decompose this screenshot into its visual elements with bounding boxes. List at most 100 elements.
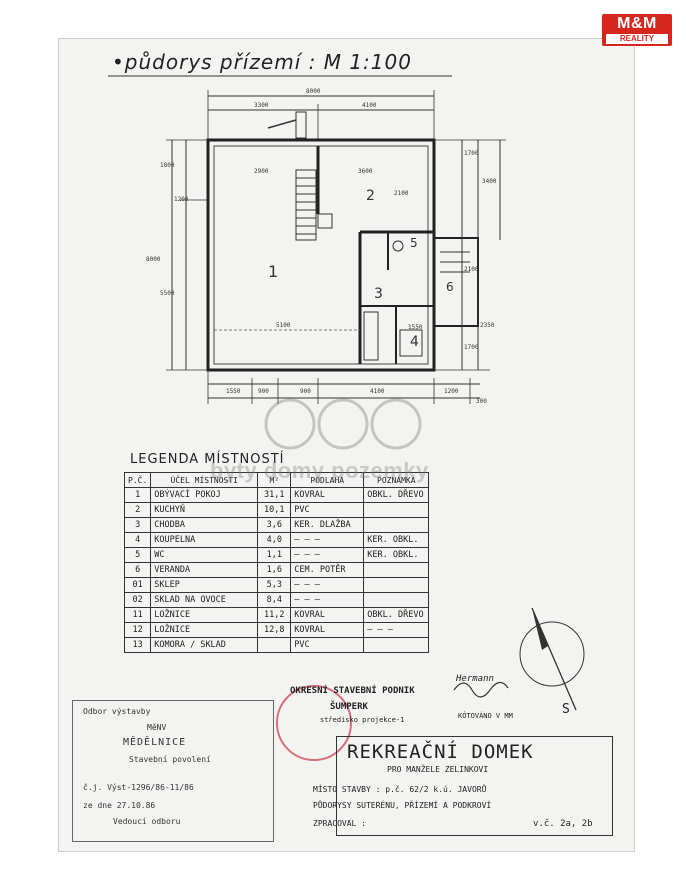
round-stamp [276,685,352,761]
dim-left-2: 1200 [174,196,189,203]
legend-cell-note: — — — [363,622,430,638]
dim-right-3: 2100 [464,266,479,273]
legend-cell-floor: — — — [290,547,365,563]
room-5-label: 5 [410,236,418,250]
legend-cell-floor: — — — [290,532,365,548]
legend-cell-floor: CEM. POTĚR [290,562,365,578]
dim-right-1: 1700 [464,150,479,157]
legend-cell-no: 02 [123,592,152,608]
legend-cell-purpose: KOMORA / SKLAD [150,637,259,653]
title-block-site: MÍSTO STAVBY : p.č. 62/2 k.ú. JAVORŮ [313,785,487,794]
permit-line-3: MĚDĚLNICE [123,737,187,748]
dim-top-total: 8000 [306,88,321,95]
permit-line-1: Odbor výstavby [83,707,151,716]
watermark-text: byty domy pozemky [210,458,429,483]
dim-left-1: 1800 [160,162,175,169]
legend-cell-purpose: LOŽNICE [150,607,259,623]
legend-cell-purpose: WC [150,547,259,563]
room-legend-table: P.Č. ÚČEL MÍSTNOSTI M² PODLAHA POZNÁMKA … [123,472,430,653]
logo-top: M&M [617,15,657,32]
legend-cell-floor: — — — [290,592,365,608]
legend-cell-no: 11 [123,607,152,623]
col-no: P.Č. [123,472,152,488]
legend-cell-purpose: KOUPELNA [150,532,259,548]
legend-cell-area: 12,8 [257,622,292,638]
legend-cell-floor: PVC [290,502,365,518]
legend-cell-note [363,517,430,533]
legend-cell-purpose: SKLAD NA OVOCE [150,592,259,608]
office-line-1: OKRESNÍ STAVEBNÍ PODNIK [290,686,415,696]
dim-left-3: 8000 [146,256,161,263]
mm-reality-logo[interactable]: M&M REALITY [602,14,672,46]
legend-cell-note: KER. OBKL. [363,547,430,563]
permit-line-6: ze dne 27.10.86 [83,801,156,810]
dim-top-left: 3300 [254,102,269,109]
legend-cell-no: 4 [123,532,152,548]
dim-left-4: 5500 [160,290,175,297]
legend-cell-area: 10,1 [257,502,292,518]
legend-cell-note [363,592,430,608]
legend-cell-purpose: CHODBA [150,517,259,533]
legend-cell-purpose: LOŽNICE [150,622,259,638]
legend-cell-no: 3 [123,517,152,533]
legend-cell-area: 3,6 [257,517,292,533]
legend-cell-note: OBKL. DŘEVO [363,487,430,503]
dim-bottom-6: 300 [476,398,487,405]
legend-cell-no: 1 [123,487,152,503]
legend-cell-floor: KOVRAL [290,607,365,623]
title-block-subtitle: PRO MANŽELE ZELINKOVI [387,765,489,774]
dim-bottom-3: 900 [300,388,311,395]
room-6-label: 6 [446,280,454,294]
dim-bottom-4: 4100 [370,388,385,395]
legend-cell-floor: KOVRAL [290,622,365,638]
legend-cell-area: 5,3 [257,577,292,593]
permit-line-7: Vedoucí odboru [113,817,181,826]
dim-inner-2: 3600 [358,168,373,175]
logo-bottom: REALITY [606,34,668,44]
legend-title: LEGENDA MÍSTNOSTÍ [130,452,285,467]
legend-cell-area: 1,1 [257,547,292,563]
plan-title: •půdorys přízemí : M 1:100 [112,50,412,74]
legend-cell-note [363,577,430,593]
legend-cell-no: 2 [123,502,152,518]
compass-north-label: S [562,702,570,717]
dim-inner-4: 2100 [394,190,409,197]
legend-cell-no: 5 [123,547,152,563]
legend-cell-purpose: VERANDA [150,562,259,578]
dim-bottom-5: 1200 [444,388,459,395]
legend-cell-area: 1,6 [257,562,292,578]
legend-cell-no: 6 [123,562,152,578]
legend-cell-note [363,502,430,518]
legend-cell-purpose: KUCHYŇ [150,502,259,518]
legend-cell-note [363,637,430,653]
title-block-drawing: PŮDORYSY SUTERÉNU, PŘÍZEMÍ A PODKROVÍ [313,801,492,810]
legend-cell-floor: KOVRAL [290,487,365,503]
permit-line-4: Stavební povolení [129,755,211,764]
signature: Hermann [456,674,494,684]
dim-bottom-2: 900 [258,388,269,395]
title-block: REKREAČNÍ DOMEK PRO MANŽELE ZELINKOVI MÍ… [313,736,613,836]
legend-header-row: P.Č. ÚČEL MÍSTNOSTI M² PODLAHA POZNÁMKA [123,472,430,488]
permit-line-2: MěNV [147,723,167,732]
dim-right-4: 2350 [480,322,495,329]
legend-cell-note [363,562,430,578]
office-line-3: středisko projekce-1 [320,716,405,724]
room-2-label: 2 [366,188,375,204]
legend-cell-area: 4,0 [257,532,292,548]
legend-cell-no: 12 [123,622,152,638]
title-block-drawn: ZPRACOVAL : [313,819,366,828]
permit-stamp: Odbor výstavby MěNV MĚDĚLNICE Stavební p… [72,700,274,842]
dimension-note: KÓTOVÁNO V MM [458,712,513,720]
legend-cell-area: 11,2 [257,607,292,623]
